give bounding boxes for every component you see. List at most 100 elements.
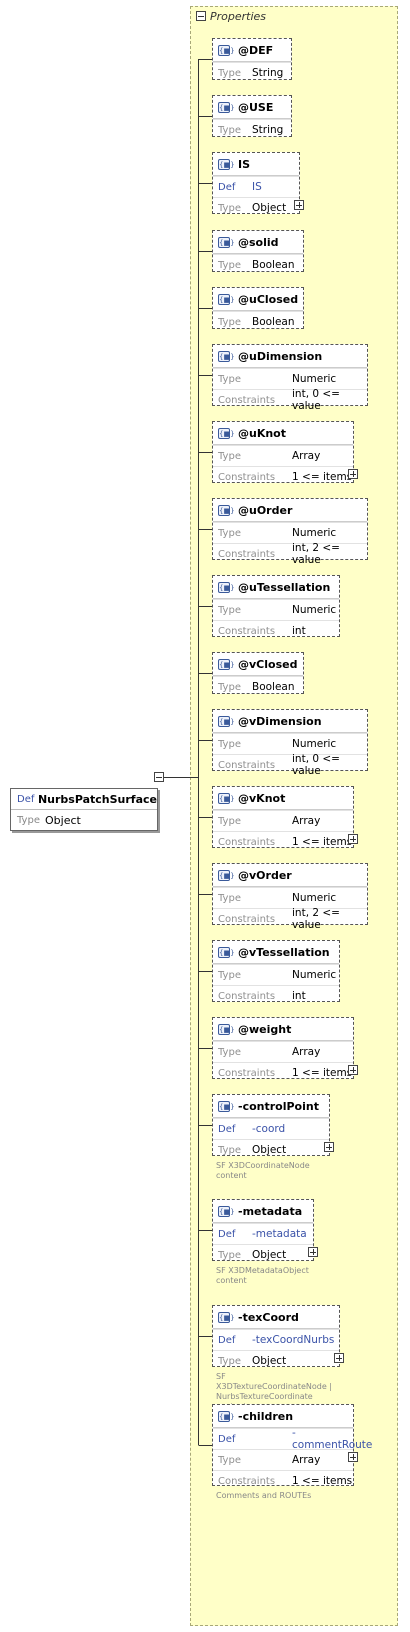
- constraints-value: int: [292, 990, 306, 1002]
- constraints-value: int, 0 <= value: [292, 753, 340, 777]
- constraints-label: Constraints: [218, 625, 276, 637]
- constraints-value: int, 2 <= value: [292, 907, 340, 931]
- type-value: Boolean: [252, 316, 295, 328]
- type-label: Type: [218, 450, 241, 462]
- type-value: Array: [292, 815, 321, 827]
- type-value: Numeric: [292, 892, 337, 904]
- type-value: String: [252, 124, 284, 136]
- type-value: Object: [252, 1249, 287, 1261]
- attribute-icon: {■}: [218, 1205, 235, 1217]
- collapse-toggle-icon[interactable]: [196, 11, 206, 21]
- attribute-icon: {■}: [218, 158, 235, 170]
- type-value: Object: [252, 1144, 287, 1156]
- constraints-label: Constraints: [218, 471, 276, 483]
- content-note-line: SF: [216, 1372, 226, 1381]
- type-label: Type: [218, 969, 241, 981]
- type-label: Type: [218, 1144, 241, 1156]
- root-element-box[interactable]: Def NurbsPatchSurface Type Object: [10, 788, 158, 831]
- attribute-icon: {■}: [218, 236, 235, 248]
- constraints-value: 1 <= items: [292, 836, 353, 848]
- attribute-icon: {■}: [218, 44, 235, 56]
- type-label: Type: [218, 1249, 241, 1261]
- type-label: Type: [218, 738, 241, 750]
- expand-icon[interactable]: [348, 1065, 358, 1075]
- type-value: Array: [292, 1454, 321, 1466]
- type-label: Type: [218, 124, 241, 136]
- constraints-label: Constraints: [218, 990, 276, 1002]
- constraints-value: int, 2 <= value: [292, 542, 340, 566]
- constraints-value: int, 0 <= value: [292, 388, 340, 412]
- expand-icon[interactable]: [334, 1353, 344, 1363]
- constraints-label: Constraints: [218, 548, 276, 560]
- expand-icon[interactable]: [294, 200, 304, 210]
- type-label: Type: [218, 1355, 241, 1367]
- type-label: Type: [218, 527, 241, 539]
- type-value: Numeric: [292, 969, 337, 981]
- type-value: Numeric: [292, 604, 337, 616]
- type-value: Object: [252, 202, 287, 214]
- element-name: @weight: [238, 1022, 292, 1036]
- root-type-tag: Type: [17, 814, 40, 826]
- attribute-icon: {■}: [218, 792, 235, 804]
- root-element-name: NurbsPatchSurface: [37, 792, 157, 806]
- expand-icon[interactable]: [308, 1247, 318, 1257]
- constraints-value: int: [292, 625, 306, 637]
- element-name: IS: [238, 157, 251, 171]
- content-note-line: content: [216, 1171, 247, 1180]
- type-value: String: [252, 67, 284, 79]
- expand-icon[interactable]: [348, 469, 358, 479]
- attribute-icon: {■}: [218, 715, 235, 727]
- attribute-icon: {■}: [218, 1410, 235, 1422]
- root-type-value: Object: [45, 813, 81, 827]
- element-name: @uOrder: [238, 503, 293, 517]
- expand-icon[interactable]: [348, 834, 358, 844]
- type-value: Boolean: [252, 259, 295, 271]
- expand-icon[interactable]: [348, 1452, 358, 1462]
- expand-icon[interactable]: [324, 1142, 334, 1152]
- constraints-value: 1 <= items: [292, 471, 353, 483]
- def-label: Def: [218, 1123, 236, 1135]
- type-value: Object: [252, 1355, 287, 1367]
- constraints-label: Constraints: [218, 759, 276, 771]
- attribute-icon: {■}: [218, 293, 235, 305]
- type-label: Type: [218, 67, 241, 79]
- type-label: Type: [218, 892, 241, 904]
- def-value: -coord: [252, 1123, 286, 1135]
- content-note-line: NurbsTextureCoordinate: [216, 1392, 313, 1401]
- def-label: Def: [218, 181, 236, 193]
- element-name: @vOrder: [238, 868, 292, 882]
- element-name: @uClosed: [238, 292, 299, 306]
- element-name: -children: [238, 1409, 294, 1423]
- attribute-icon: {■}: [218, 1023, 235, 1035]
- type-label: Type: [218, 202, 241, 214]
- constraints-label: Constraints: [218, 394, 276, 406]
- root-def-tag: Def: [17, 793, 35, 805]
- attribute-icon: {■}: [218, 101, 235, 113]
- element-name: @vKnot: [238, 791, 286, 805]
- attribute-icon: {■}: [218, 658, 235, 670]
- def-value: IS: [252, 181, 262, 193]
- type-label: Type: [218, 373, 241, 385]
- root-collapse-icon[interactable]: [154, 772, 164, 782]
- attribute-icon: {■}: [218, 869, 235, 881]
